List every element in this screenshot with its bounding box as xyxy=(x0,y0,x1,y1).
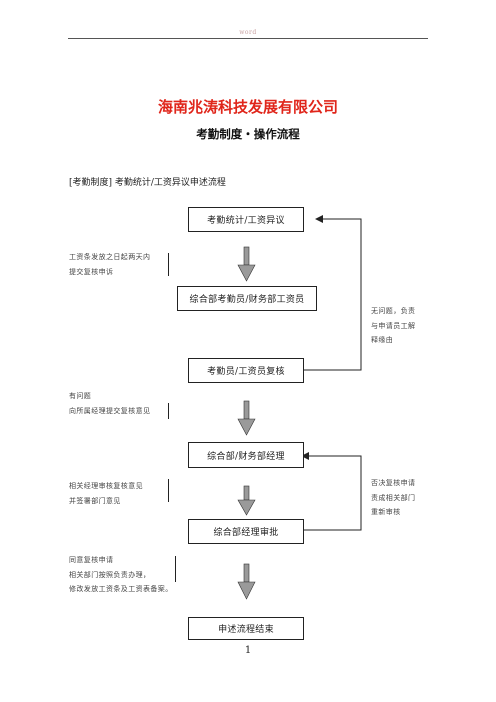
right-note-2: 否决复核申请 责成相关部门 重新审核 xyxy=(371,479,416,516)
left-note-2-bar xyxy=(168,403,169,419)
left-note-1-bar xyxy=(168,253,169,276)
company-name: 海南兆涛科技发展有限公司 xyxy=(157,98,338,116)
down-arrow-4 xyxy=(237,563,256,600)
down-arrow-3 xyxy=(237,485,256,516)
left-note-4: 同意复核申请 相关部门按照负责办理， 修改发放工资条及工资表备案。 xyxy=(69,556,173,593)
flow-step-1: 考勤统计/工资异议 xyxy=(188,207,304,232)
header-rule xyxy=(68,38,428,39)
flow-step-6: 申述流程结束 xyxy=(188,617,304,640)
flow-step-5: 综合部经理审批 xyxy=(188,519,304,544)
feedback-loop-2 xyxy=(301,452,362,531)
down-arrow-1 xyxy=(237,246,256,282)
flow-step-2: 综合部考勤员/财务部工资员 xyxy=(177,286,317,311)
left-note-1: 工资条发放之日起两天内 提交复核申诉 xyxy=(69,253,151,276)
down-arrow-2 xyxy=(237,400,256,436)
left-note-3-bar xyxy=(168,479,169,502)
left-note-3: 相关经理审核复核意见 并签署部门意见 xyxy=(69,482,143,505)
down-arrows xyxy=(237,246,256,600)
flow-step-3: 考勤员/工资员复核 xyxy=(188,358,304,383)
page-number: 1 xyxy=(244,645,252,656)
section-title: [考勤制度] 考勤统计/工资异议申述流程 xyxy=(69,178,226,188)
left-note-4-bar xyxy=(175,556,176,582)
document-subtitle: 考勤制度・操作流程 xyxy=(196,127,300,141)
left-note-2: 有问题 向所属经理提交复核意见 xyxy=(69,392,151,415)
flow-step-4: 综合部/财务部经理 xyxy=(188,442,304,468)
feedback-loop-1 xyxy=(303,215,362,371)
header-watermark: word xyxy=(239,29,257,36)
right-note-1: 无问题，负责 与申请员工解 释缘由 xyxy=(371,307,416,344)
